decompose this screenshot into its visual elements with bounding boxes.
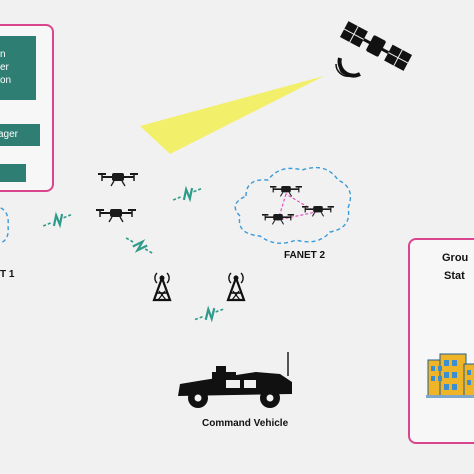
radio-tower-icon <box>152 271 172 302</box>
drone-icon <box>261 213 295 226</box>
cloud-icon <box>234 166 352 244</box>
lightning-link-icon <box>170 182 206 206</box>
control-panel-small-box <box>0 164 26 182</box>
military-vehicle-icon <box>178 352 292 408</box>
control-panel-primary-box: n er on <box>0 36 36 100</box>
fanet-2-label: FANET 2 <box>284 250 326 261</box>
fanet-2-link-triangle <box>277 193 318 221</box>
command-vehicle-label: Command Vehicle <box>202 418 289 429</box>
ground-station-title-line-1: Grou <box>442 252 469 264</box>
lightning-link-icon <box>192 302 228 326</box>
cloud-icon <box>0 206 9 244</box>
satellite-dish-icon <box>335 57 361 78</box>
buildings-icon <box>426 353 474 398</box>
drone-icon <box>301 205 335 218</box>
fanet-1-label: T 1 <box>0 269 15 280</box>
primary-box-line-1: n <box>0 49 6 60</box>
lightning-link-icon <box>40 208 76 232</box>
radio-tower-icon <box>226 271 246 302</box>
ground-station-panel <box>408 238 474 444</box>
lightning-link-icon <box>122 232 158 260</box>
satellite-beam <box>140 76 324 154</box>
primary-box-line-2: er <box>0 62 9 73</box>
satellite-icon <box>339 21 413 71</box>
manager-box-label: ager <box>0 129 19 140</box>
ground-station-title-line-2: Stat <box>444 270 465 282</box>
drone-icon <box>95 208 137 223</box>
control-panel: n er on ager <box>0 24 54 192</box>
control-panel-manager-box: ager <box>0 124 40 146</box>
drone-icon <box>97 172 139 187</box>
primary-box-line-3: on <box>0 75 12 86</box>
